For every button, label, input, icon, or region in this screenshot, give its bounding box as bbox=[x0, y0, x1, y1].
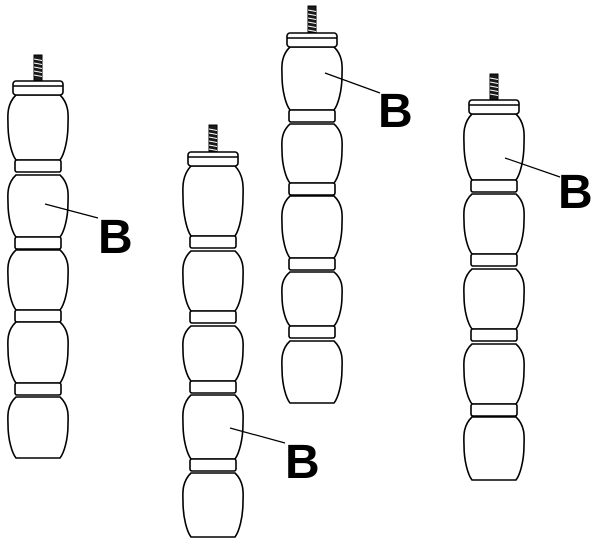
leg-ring bbox=[470, 253, 518, 267]
leg-4 bbox=[463, 73, 525, 481]
leg-bulb bbox=[281, 46, 343, 111]
leg-bulb bbox=[463, 113, 525, 181]
leg-bulb bbox=[281, 271, 343, 327]
leg-2 bbox=[182, 124, 244, 538]
leg-bulb bbox=[463, 416, 525, 481]
threaded-bolt-icon bbox=[208, 124, 218, 155]
leg-bulb bbox=[463, 193, 525, 255]
leg-bulb bbox=[182, 165, 244, 237]
leg-bulb bbox=[463, 268, 525, 330]
leg-bulb bbox=[7, 94, 69, 161]
leg-ring bbox=[189, 235, 237, 249]
leader-line bbox=[324, 72, 381, 94]
part-label: B bbox=[285, 436, 320, 489]
threaded-bolt-icon bbox=[489, 73, 499, 103]
leg-bulb bbox=[281, 195, 343, 259]
leg-ring bbox=[14, 309, 62, 323]
leg-ring bbox=[288, 257, 336, 271]
leg-bulb bbox=[7, 396, 69, 459]
leg-bulb bbox=[463, 343, 525, 405]
leg-ring bbox=[14, 236, 62, 250]
part-label: B bbox=[558, 166, 593, 219]
leg-bulb bbox=[182, 394, 244, 460]
leg-bulb bbox=[182, 472, 244, 538]
leg-ring bbox=[470, 179, 518, 193]
leg-bulb bbox=[281, 340, 343, 404]
leader-line bbox=[44, 203, 99, 219]
leg-ring bbox=[189, 458, 237, 472]
leg-3 bbox=[281, 5, 343, 404]
leg-ring bbox=[470, 328, 518, 342]
leg-bulb bbox=[281, 123, 343, 184]
leg-1 bbox=[7, 54, 69, 459]
leg-bulb bbox=[7, 321, 69, 384]
leg-ring bbox=[288, 109, 336, 123]
leg-ring bbox=[189, 310, 237, 324]
leg-top-cap bbox=[187, 151, 239, 167]
threaded-bolt-icon bbox=[33, 54, 43, 84]
leg-ring bbox=[14, 159, 62, 173]
leg-bulb bbox=[182, 250, 244, 312]
leg-ring bbox=[470, 403, 518, 417]
leg-ring bbox=[189, 380, 237, 394]
leg-bulb bbox=[182, 325, 244, 382]
leg-top-cap bbox=[12, 80, 64, 96]
leg-top-cap bbox=[468, 99, 520, 115]
part-label: B bbox=[98, 211, 133, 264]
part-label: B bbox=[378, 85, 413, 138]
leg-bulb bbox=[7, 174, 69, 238]
leader-line bbox=[229, 427, 286, 444]
leg-ring bbox=[14, 382, 62, 396]
threaded-bolt-icon bbox=[307, 5, 317, 36]
leg-ring bbox=[288, 325, 336, 339]
leader-line bbox=[504, 157, 561, 178]
leg-top-cap bbox=[286, 32, 338, 48]
leg-ring bbox=[288, 182, 336, 196]
leg-bulb bbox=[7, 249, 69, 311]
